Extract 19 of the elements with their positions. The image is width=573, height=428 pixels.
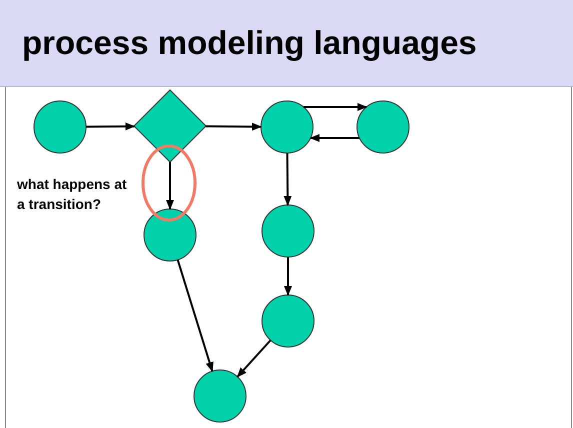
annotation-text: what happens at a transition? bbox=[17, 175, 128, 214]
arrow bbox=[284, 257, 292, 296]
state-circle bbox=[262, 294, 314, 348]
arrow bbox=[176, 260, 214, 372]
arrow bbox=[304, 103, 368, 111]
state-circle bbox=[144, 208, 196, 262]
slide-title: process modeling languages bbox=[22, 23, 477, 64]
arrow bbox=[284, 152, 292, 206]
arrow bbox=[236, 340, 272, 378]
state-circle bbox=[356, 100, 410, 154]
state-circle bbox=[260, 100, 314, 154]
arrow bbox=[310, 134, 360, 142]
arrow bbox=[86, 122, 136, 130]
decision-diamond bbox=[133, 89, 207, 163]
state-circle bbox=[34, 100, 86, 154]
state-circle bbox=[194, 370, 246, 422]
arrow bbox=[166, 162, 174, 210]
state-circle bbox=[262, 204, 314, 258]
arrow bbox=[206, 122, 262, 131]
